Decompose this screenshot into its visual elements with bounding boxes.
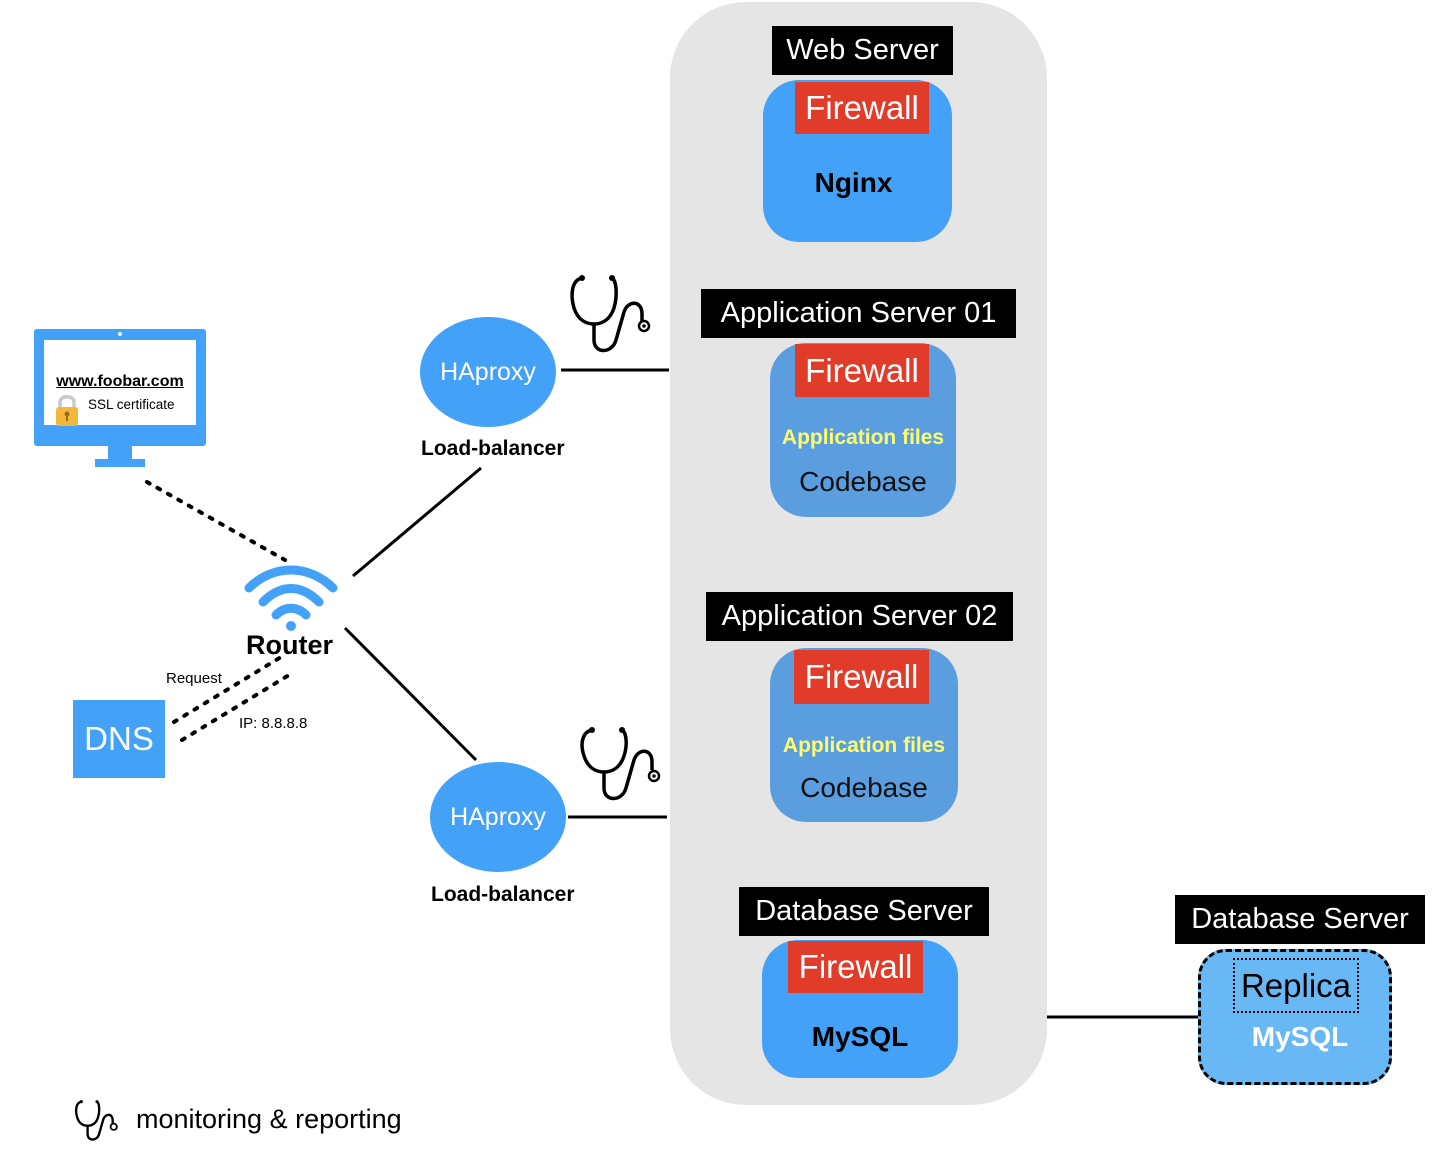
web-server-firewall: Firewall: [795, 82, 929, 134]
app-server-02-codebase: Codebase: [800, 772, 928, 803]
dns-response-label: IP: 8.8.8.8: [239, 715, 308, 732]
dns-request-link: [172, 652, 288, 724]
stethoscope-icon: [580, 727, 661, 801]
db-server-title: Database Server: [739, 887, 989, 936]
app-server-01-title: Application Server 01: [701, 289, 1016, 338]
replica-role: Replica: [1233, 958, 1359, 1013]
monitor-camera-dot: [118, 332, 122, 336]
replica-server-box[interactable]: [1198, 949, 1392, 1085]
replica-server-title: Database Server: [1175, 895, 1425, 944]
client-router-link: [145, 480, 287, 562]
app-server-02-firewall: Firewall: [794, 650, 929, 704]
ssl-label: SSL certificate: [88, 397, 175, 412]
monitor-neck: [108, 446, 132, 460]
padlock-icon: [56, 395, 78, 426]
app-server-02-title: Application Server 02: [706, 592, 1013, 641]
db-server-firewall: Firewall: [788, 941, 923, 993]
haproxy-2[interactable]: HAproxy: [430, 762, 566, 872]
app-server-01-files: Application files: [781, 426, 945, 449]
app-server-01-codebase: Codebase: [799, 466, 927, 497]
monitor-stand: [95, 459, 145, 467]
dns-server[interactable]: DNS: [73, 700, 165, 778]
dns-response-link: [180, 670, 296, 742]
dns-request-label: Request: [166, 670, 222, 687]
haproxy-1-label: Load-balancer: [421, 437, 565, 460]
wifi-icon: [244, 565, 338, 631]
stethoscope-icon: [570, 275, 651, 353]
domain-link[interactable]: www.foobar.com: [56, 373, 184, 390]
legend-text: monitoring & reporting: [136, 1104, 402, 1134]
router-label: Router: [246, 630, 333, 660]
haproxy-2-label: Load-balancer: [431, 883, 575, 906]
db-server-software: MySQL: [811, 1021, 909, 1052]
haproxy-1[interactable]: HAproxy: [420, 317, 556, 427]
replica-software: MySQL: [1251, 1021, 1349, 1052]
router-lb1-link: [352, 466, 482, 578]
web-server-title: Web Server: [772, 26, 953, 75]
app-server-02-files: Application files: [782, 734, 946, 757]
router-lb2-link: [343, 626, 478, 762]
web-server-software: Nginx: [814, 167, 893, 198]
stethoscope-icon: [74, 1100, 118, 1141]
app-server-01-firewall: Firewall: [795, 344, 929, 397]
